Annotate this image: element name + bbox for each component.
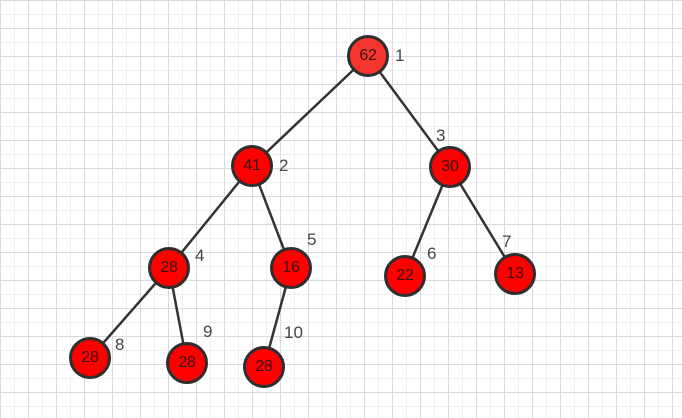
tree-node-9[interactable]: 28 bbox=[166, 342, 208, 384]
tree-node-value: 62 bbox=[359, 47, 377, 64]
tree-node-2[interactable]: 41 bbox=[231, 145, 273, 187]
tree-node-7[interactable]: 13 bbox=[494, 253, 536, 295]
tree-node-6[interactable]: 22 bbox=[384, 255, 426, 297]
tree-node-index-label-1: 1 bbox=[395, 46, 405, 65]
tree-edge bbox=[366, 54, 452, 169]
tree-node-1[interactable]: 62 bbox=[347, 35, 389, 77]
tree-node-value: 28 bbox=[81, 349, 99, 366]
tree-node-3[interactable]: 30 bbox=[429, 146, 471, 188]
tree-node-8[interactable]: 28 bbox=[69, 337, 111, 379]
tree-node-index-label-3: 3 bbox=[436, 126, 446, 145]
tree-node-index-label-10: 10 bbox=[284, 323, 303, 342]
tree-node-10[interactable]: 28 bbox=[243, 346, 285, 388]
tree-node-index-label-9: 9 bbox=[203, 322, 213, 341]
tree-edge bbox=[250, 54, 370, 168]
tree-edge bbox=[167, 164, 254, 270]
tree-node-5[interactable]: 16 bbox=[270, 247, 312, 289]
tree-node-index-label-8: 8 bbox=[115, 335, 125, 354]
tree-node-4[interactable]: 28 bbox=[148, 247, 190, 289]
tree-node-value: 13 bbox=[506, 265, 524, 282]
tree-node-value: 28 bbox=[178, 354, 196, 371]
tree-node-index-label-7: 7 bbox=[502, 232, 512, 251]
tree-node-index-label-4: 4 bbox=[195, 246, 205, 265]
tree-node-value: 28 bbox=[255, 358, 273, 375]
tree-node-value: 22 bbox=[396, 267, 414, 284]
tree-node-index-label-2: 2 bbox=[279, 156, 289, 175]
tree-node-value: 30 bbox=[441, 158, 459, 175]
tree-node-index-label-6: 6 bbox=[427, 244, 437, 263]
tree-node-value: 16 bbox=[282, 259, 300, 276]
tree-node-value: 41 bbox=[243, 157, 261, 174]
tree-node-value: 28 bbox=[160, 259, 178, 276]
tree-node-index-label-5: 5 bbox=[307, 230, 317, 249]
